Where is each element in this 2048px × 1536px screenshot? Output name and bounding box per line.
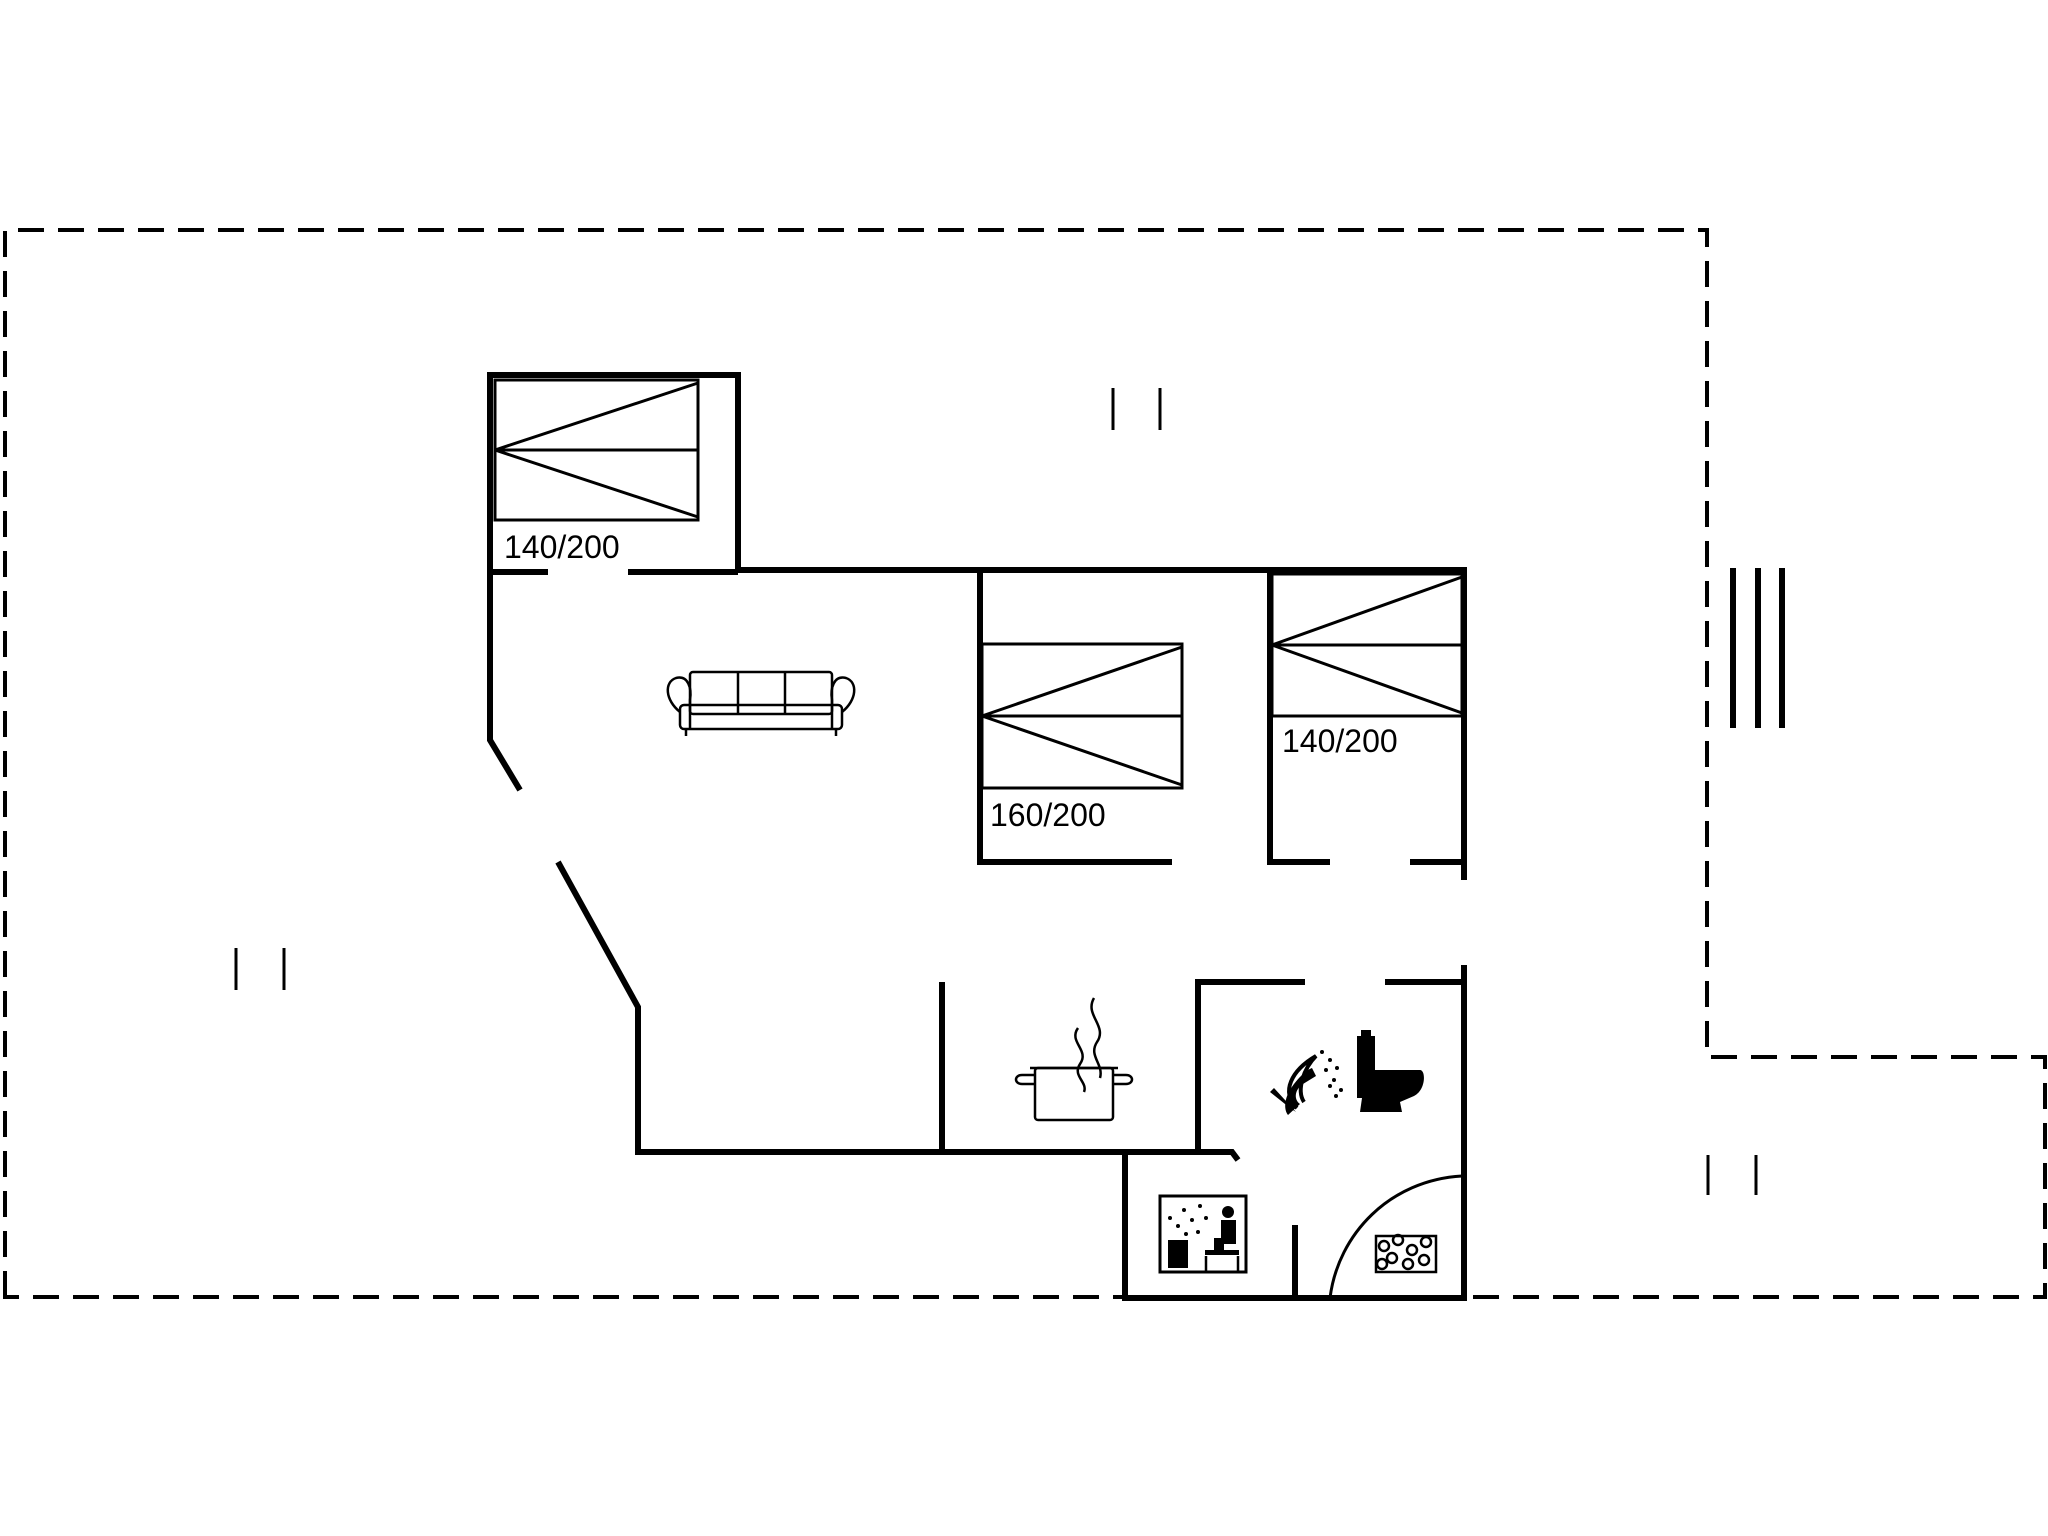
bed-label-north: 140/200 (504, 529, 620, 565)
whirlpool-icon (1328, 1174, 1463, 1299)
bed-label-east: 140/200 (1282, 723, 1398, 759)
interior-walls (490, 569, 1464, 1298)
shower-water (1320, 1050, 1343, 1098)
toilet-icon (1357, 1030, 1424, 1112)
window-marks (234, 388, 1758, 1195)
bed-north (493, 378, 700, 522)
sauna-steam (1168, 1204, 1208, 1236)
whirlpool-bubbles (1375, 1233, 1433, 1271)
bed-label-middle: 160/200 (990, 797, 1106, 833)
bed-middle (980, 642, 1184, 790)
cooking-pot-icon (1014, 997, 1134, 1122)
terrace-outline (3, 228, 2047, 1299)
steps (1730, 568, 1785, 728)
sauna-icon (1158, 1194, 1248, 1274)
shower-icon (1270, 1050, 1343, 1115)
bed-east (1270, 572, 1464, 718)
sofa-icon (666, 670, 856, 736)
